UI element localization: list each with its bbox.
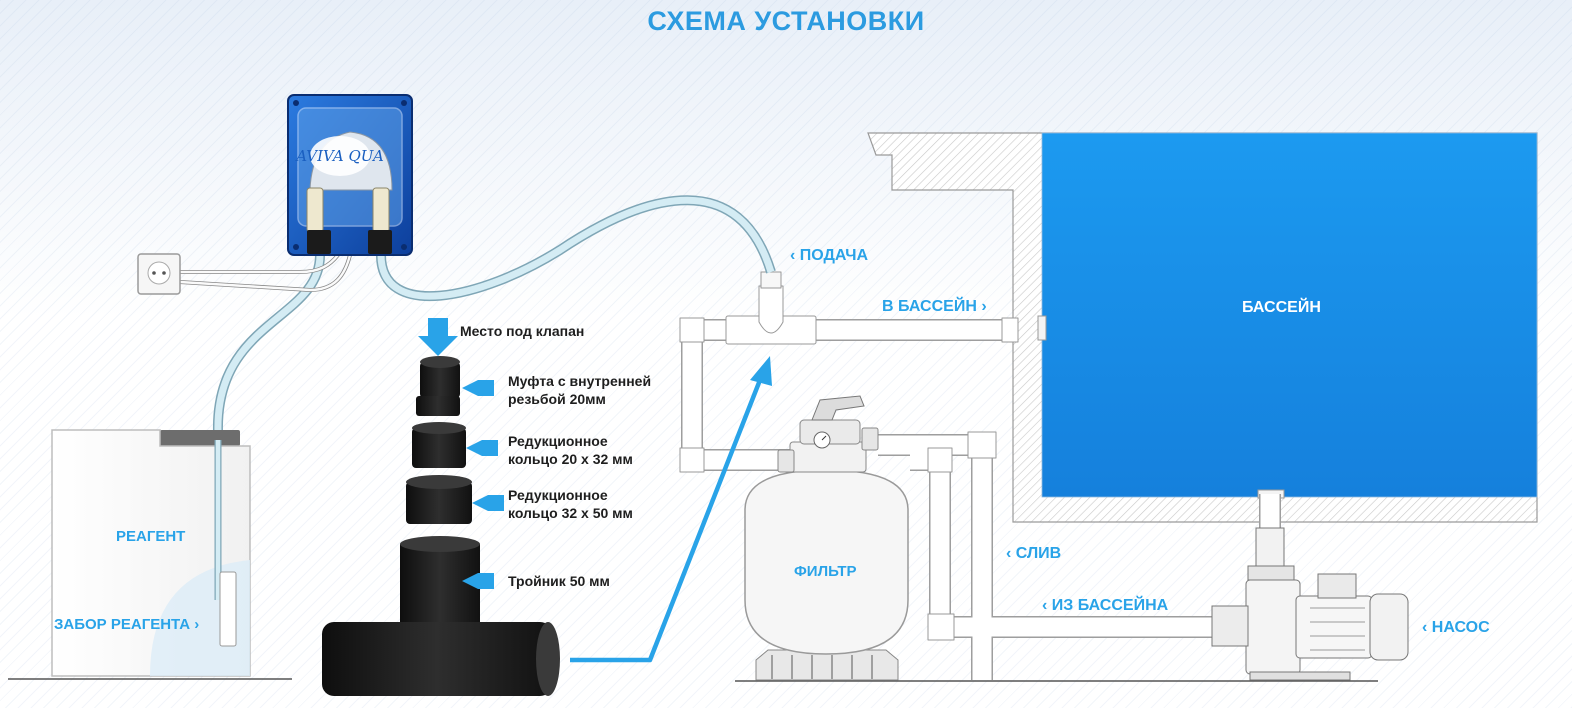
part-label-tee-50: Тройник 50 мм: [508, 573, 610, 589]
label-podacha: ‹ ПОДАЧА: [790, 247, 869, 264]
coupling-part: [416, 356, 460, 416]
chevron-left-icon: ‹: [1042, 597, 1052, 614]
feed-tube: [179, 195, 776, 433]
valve-place-arrow: [418, 318, 458, 356]
part-label-coupling: Муфта с внутренней резьбой 20мм: [508, 373, 652, 407]
reagent-canister: [51, 429, 251, 677]
chevron-left-icon: ‹: [1006, 545, 1016, 562]
label-v-basseyn: В БАССЕЙН ›: [882, 298, 987, 315]
label-nasos: ‹ НАСОС: [1422, 619, 1490, 636]
socket-icon: [137, 253, 181, 295]
label-iz-basseyna: ‹ ИЗ БАССЕЙНА: [1042, 597, 1169, 614]
reducer-20-32-part: [412, 422, 466, 468]
part-label-reducer-20-32: Редукционное кольцо 20 х 32 мм: [508, 433, 633, 467]
page-title: СХЕМА УСТАНОВКИ: [647, 6, 925, 36]
reducer-32-50-part: [406, 475, 472, 524]
chevron-left-icon: ‹: [790, 247, 800, 264]
tee-50-part: [322, 536, 560, 696]
label-sliv: ‹ СЛИВ: [1006, 545, 1062, 562]
connection-arrow: [570, 356, 772, 663]
label-zabor-reagenta: ЗАБОР РЕАГЕНТА ›: [54, 616, 200, 633]
pump-logo: AVIVA QUA: [294, 147, 384, 165]
label-reagent: РЕАГЕНТ: [116, 528, 186, 545]
label-basseyn: БАССЕЙН: [1242, 299, 1321, 316]
part-label-reducer-32-50: Редукционное кольцо 32 х 50 мм: [508, 487, 633, 521]
label-filtr: ФИЛЬТР: [794, 563, 857, 580]
chevron-right-icon: ›: [976, 298, 987, 315]
chevron-right-icon: ›: [190, 616, 200, 633]
pvc-pipes: [679, 271, 1281, 680]
part-label-valve-place: Место под клапан: [460, 323, 585, 339]
chevron-left-icon: ‹: [1422, 619, 1432, 636]
circulation-pump: [1211, 527, 1409, 681]
dosing-pump: AVIVA QUA: [287, 94, 413, 256]
part-pointers: [462, 380, 504, 589]
sand-filter: [744, 395, 909, 681]
pool-water: [1042, 133, 1537, 497]
pool-structure: [867, 132, 1538, 523]
